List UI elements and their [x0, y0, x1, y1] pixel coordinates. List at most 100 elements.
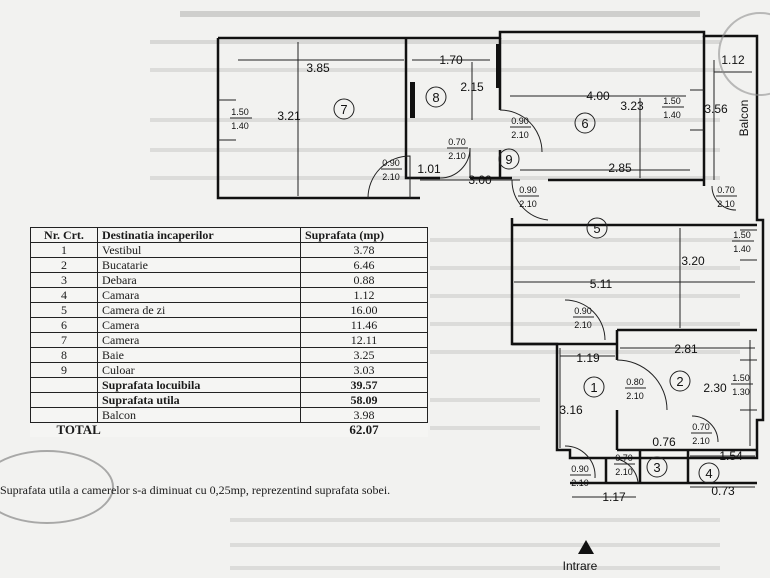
row-name: Camara [97, 287, 301, 303]
dimension-texts: 3.85 3.21 1.70 2.15 4.00 3.23 1.12 3.56 … [277, 53, 745, 504]
room-7-label: 7 [340, 102, 347, 117]
row-nr [30, 377, 98, 393]
row-name: Culoar [97, 362, 301, 378]
stamp-seal-left [0, 450, 114, 524]
room-4-label: 4 [705, 466, 712, 481]
door-2-bottom: 2.10 [448, 151, 466, 161]
door-4-bottom: 2.10 [519, 199, 537, 209]
row-name: Camera [97, 317, 301, 333]
row-area: 58.09 [300, 392, 428, 408]
dim-r1-height: 3.16 [559, 403, 583, 417]
dim-r6-height: 3.23 [620, 99, 644, 113]
row-name: Balcon [97, 407, 301, 423]
room-2-label: 2 [676, 374, 683, 389]
row-nr: 6 [30, 317, 98, 333]
header-nr: Nr. Crt. [30, 227, 98, 243]
dim-r8-height: 2.15 [460, 80, 484, 94]
room-1-label: 1 [590, 380, 597, 395]
row-nr: 3 [30, 272, 98, 288]
dim-right-height: 3.56 [704, 102, 728, 116]
door-2-top: 0.70 [448, 137, 466, 147]
row-name: Vestibul [97, 242, 301, 258]
footnote-text: Suprafata utila a camerelor s-a diminuat… [0, 483, 391, 497]
dim-door-left: 1.01 [417, 162, 441, 176]
table-row-total: TOTAL 62.07 [31, 423, 428, 438]
door-labels: 0.90 2.10 0.70 2.10 0.90 2.10 0.90 2.10 … [381, 116, 737, 488]
row-nr: 5 [30, 302, 98, 318]
window-labels: 1.50 1.40 1.50 1.40 1.50 1.40 1.50 1.30 [230, 96, 754, 397]
table-header-row: Nr. Crt. Destinatia incaperilor Suprafat… [30, 227, 428, 243]
door-3-top: 0.90 [511, 116, 529, 126]
entrance-label: Intrare [563, 559, 598, 573]
row-area: 39.57 [300, 377, 428, 393]
room-area-table: Nr. Crt. Destinatia incaperilor Suprafat… [30, 227, 428, 437]
row-area: 3.78 [300, 242, 428, 258]
dim-bottom-right: 0.73 [711, 484, 735, 498]
door-5-top: 0.70 [717, 185, 735, 195]
dim-r6-width: 4.00 [586, 89, 610, 103]
row-nr: 9 [30, 362, 98, 378]
room-9-label: 9 [505, 152, 512, 167]
door-4-top: 0.90 [519, 185, 537, 195]
room-3-label: 3 [653, 460, 660, 475]
total-label: TOTAL [56, 422, 101, 437]
row-name: Suprafata utila [97, 392, 301, 408]
door-swings [367, 109, 737, 483]
balcony-label: Balcon [737, 100, 751, 137]
row-area: 12.11 [300, 332, 428, 348]
door-1-top: 0.90 [382, 158, 400, 168]
row-area: 3.98 [300, 407, 428, 423]
window-1-top: 1.50 [231, 107, 249, 117]
door-1-bottom: 2.10 [382, 172, 400, 182]
door-8-bottom: 2.10 [692, 436, 710, 446]
door-9-top: 0.90 [571, 464, 589, 474]
row-nr: 8 [30, 347, 98, 363]
row-area: 3.03 [300, 362, 428, 378]
room-labels: 7 8 6 9 5 1 2 3 4 [333, 86, 720, 484]
dim-r8-width: 1.70 [439, 53, 463, 67]
total-value: 62.07 [349, 422, 379, 437]
row-nr [30, 407, 98, 423]
window-3-bottom: 1.40 [733, 244, 751, 254]
door-9-bottom: 2.10 [571, 478, 589, 488]
door-6-bottom: 2.10 [574, 320, 592, 330]
row-area: 3.25 [300, 347, 428, 363]
walls [216, 30, 765, 485]
room-6-label: 6 [581, 116, 588, 131]
dim-bottom-left: 1.17 [602, 490, 626, 504]
dim-r9-width: 3.00 [468, 173, 492, 187]
row-nr: 2 [30, 257, 98, 273]
row-name: Camera [97, 332, 301, 348]
header-area: Suprafata (mp) [300, 227, 428, 243]
window-4-bottom: 1.30 [732, 387, 750, 397]
row-name: Baie [97, 347, 301, 363]
entrance-arrow-icon [578, 540, 594, 554]
row-nr: 4 [30, 287, 98, 303]
row-area: 16.00 [300, 302, 428, 318]
dim-r7-height: 3.21 [277, 109, 301, 123]
window-2-bottom: 1.40 [663, 110, 681, 120]
door-10-top: 0.70 [615, 453, 633, 463]
row-area: 0.88 [300, 272, 428, 288]
row-nr: 7 [30, 332, 98, 348]
window-1-bottom: 1.40 [231, 121, 249, 131]
door-10-bottom: 2.10 [615, 467, 633, 477]
row-area: 11.46 [300, 317, 428, 333]
dim-r5-height: 3.20 [681, 254, 705, 268]
dim-r6-lower: 2.85 [608, 161, 632, 175]
door-7-bottom: 2.10 [626, 391, 644, 401]
row-name: Bucatarie [97, 257, 301, 273]
row-name: Debara [97, 272, 301, 288]
door-8-top: 0.70 [692, 422, 710, 432]
